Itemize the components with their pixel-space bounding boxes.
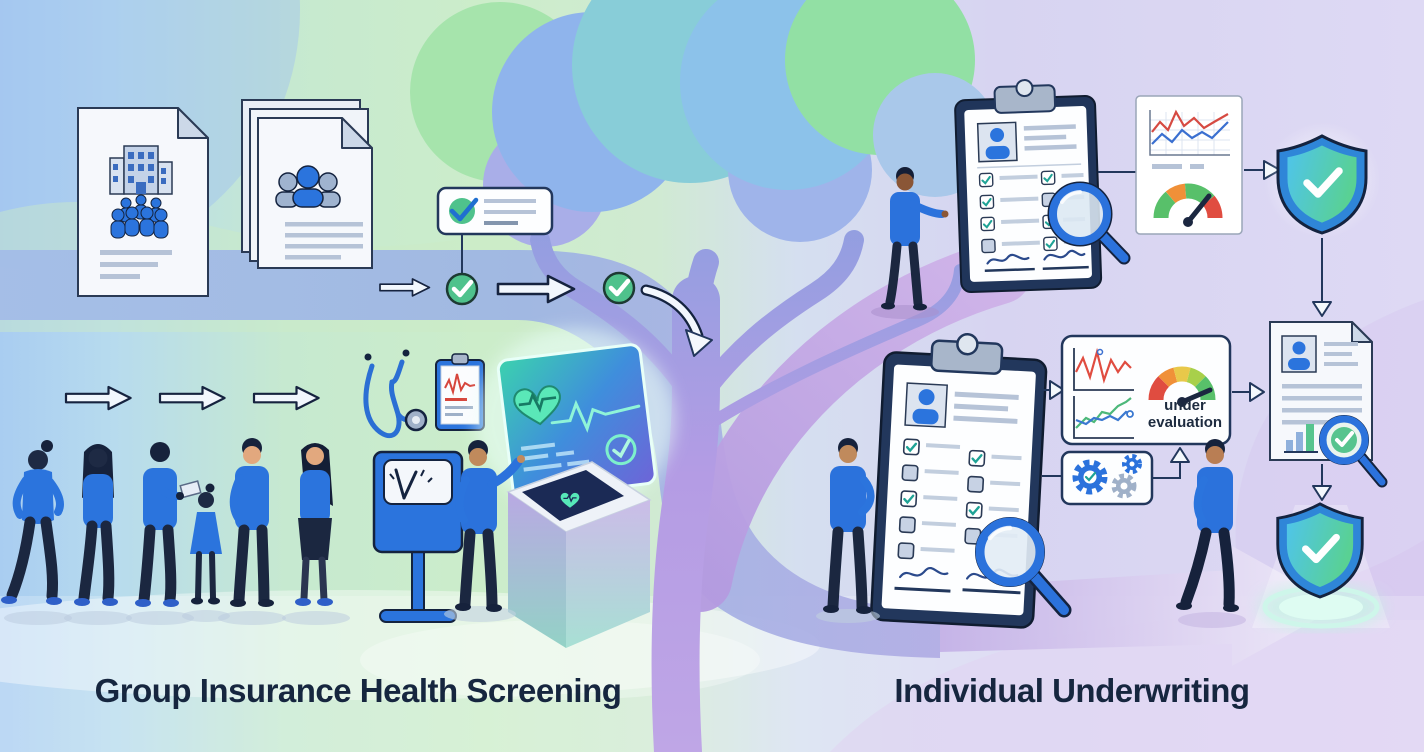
bar-chart-icon <box>1284 424 1318 453</box>
vitals-screen-icon <box>475 328 675 512</box>
check-circle-icon <box>445 272 479 306</box>
person-man-tablet <box>135 442 202 607</box>
people-queue <box>1 438 350 625</box>
person-kiosk-attendant <box>444 440 525 622</box>
check-circle-icon <box>602 271 636 305</box>
shield-check-icon <box>1264 122 1380 238</box>
connector-arrow-down <box>1312 464 1332 501</box>
crowd-icon <box>110 194 169 239</box>
person-child <box>190 483 222 605</box>
risk-gauge-icon <box>1153 183 1223 227</box>
weighing-scale-icon <box>372 450 464 623</box>
group-people-icon <box>275 165 341 208</box>
curved-arrow-icon <box>640 284 713 357</box>
gears-processing-icon <box>1060 447 1190 506</box>
person-reviewing-clipboard <box>816 438 880 623</box>
shield-approved-icon <box>1252 504 1390 629</box>
person-man <box>229 438 274 607</box>
person-woman-skirt <box>295 443 333 606</box>
under-evaluation-panel <box>1060 334 1232 446</box>
right-section-title: Individual Underwriting <box>894 672 1250 709</box>
magnifier-icon <box>1047 181 1131 265</box>
connector-arrow-down <box>1312 238 1332 317</box>
health-kiosk <box>506 461 652 648</box>
approval-note-card-icon <box>436 186 554 275</box>
stethoscope-icon <box>363 349 428 439</box>
outcome-arrow-ribbon <box>940 546 1340 666</box>
company-document-icon <box>77 107 209 297</box>
member-documents-stack-icon <box>241 99 373 269</box>
person-woman <box>74 444 118 606</box>
decision-tree <box>410 0 997 247</box>
risk-chart-card-icon <box>1098 95 1243 235</box>
under-evaluation-label: under evaluation <box>1147 397 1223 431</box>
underwriting-document-icon <box>1269 321 1388 488</box>
magnifier-large-icon <box>975 517 1072 618</box>
mini-line-chart-red <box>1073 347 1134 391</box>
person-outcome <box>1176 439 1246 628</box>
magnifier-check-icon <box>1319 415 1388 488</box>
person-walking-woman <box>1 440 64 605</box>
connector-arrow <box>1042 380 1065 477</box>
mini-line-chart-trend <box>1073 396 1134 439</box>
person-upper-path <box>871 167 949 319</box>
evaluation-gauge-icon <box>1148 366 1216 407</box>
left-section-title: Group Insurance Health Screening <box>94 672 622 709</box>
connector-arrow <box>1232 382 1265 402</box>
